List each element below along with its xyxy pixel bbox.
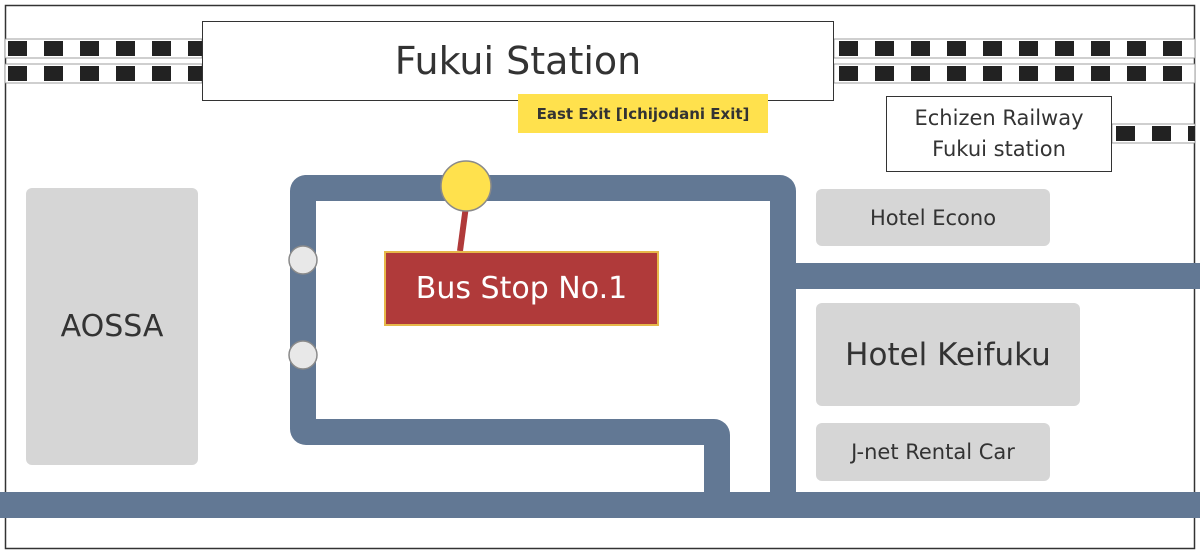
rail-tie [1055, 66, 1074, 81]
rail-tie [1152, 126, 1171, 141]
rail-tie [1091, 41, 1110, 56]
rail-tie [188, 66, 202, 81]
rail-tie [947, 41, 966, 56]
echizen-line-1: Echizen Railway [914, 106, 1084, 130]
rail-tie [116, 66, 135, 81]
rail-track-right [833, 38, 1196, 84]
echizen-railway-station-label: Echizen Railway Fukui station [886, 96, 1112, 172]
rail-tie [1127, 41, 1146, 56]
rail-tie [1163, 41, 1182, 56]
rail-tie [8, 41, 27, 56]
building-hotel-keifuku: Hotel Keifuku [816, 303, 1080, 406]
rail-tie [152, 66, 171, 81]
roads [0, 175, 1200, 518]
rail-tie [80, 66, 99, 81]
rail-tie [1163, 66, 1182, 81]
rail-track-echizen [1111, 123, 1196, 144]
rail-tie [875, 66, 894, 81]
rail-tie [1127, 66, 1146, 81]
rail-tie [116, 41, 135, 56]
rail-bed [4, 38, 203, 59]
rail-tie [983, 66, 1002, 81]
rail-tie [8, 66, 27, 81]
rail-tie [911, 66, 930, 81]
stop-marker-icon[interactable] [288, 245, 318, 275]
rail-tie [44, 66, 63, 81]
rail-tie [1188, 126, 1195, 141]
railway-tracks [4, 38, 1196, 144]
rail-tie [1091, 66, 1110, 81]
road-main-south [0, 492, 1200, 518]
rail-tie [1055, 41, 1074, 56]
building-hotel-econo: Hotel Econo [816, 189, 1050, 246]
rail-tie [947, 66, 966, 81]
rail-tie [911, 41, 930, 56]
road-bus-loop [289, 175, 796, 492]
rail-tie [188, 41, 202, 56]
rail-tie [983, 41, 1002, 56]
stop-marker-icon[interactable] [288, 340, 318, 370]
rail-tie [44, 41, 63, 56]
bus-stop-marker-icon[interactable] [440, 160, 492, 212]
fukui-station-label: Fukui Station [202, 21, 834, 101]
rail-bed [4, 63, 203, 84]
building-jnet-rental-car: J-net Rental Car [816, 423, 1050, 481]
rail-track-left [4, 38, 203, 84]
bus-stop-sign[interactable]: Bus Stop No.1 [384, 251, 659, 326]
rail-tie [1116, 126, 1135, 141]
building-aossa: AOSSA [26, 188, 198, 465]
rail-tie [1019, 66, 1038, 81]
rail-tie [839, 41, 858, 56]
rail-tie [152, 41, 171, 56]
east-exit-sign: East Exit [Ichijodani Exit] [518, 94, 768, 133]
road-east [796, 263, 1200, 289]
rail-tie [875, 41, 894, 56]
rail-tie [839, 66, 858, 81]
rail-tie [80, 41, 99, 56]
bus-stop-pole [457, 205, 469, 252]
rail-tie [1019, 41, 1038, 56]
echizen-line-2: Fukui station [932, 137, 1066, 161]
